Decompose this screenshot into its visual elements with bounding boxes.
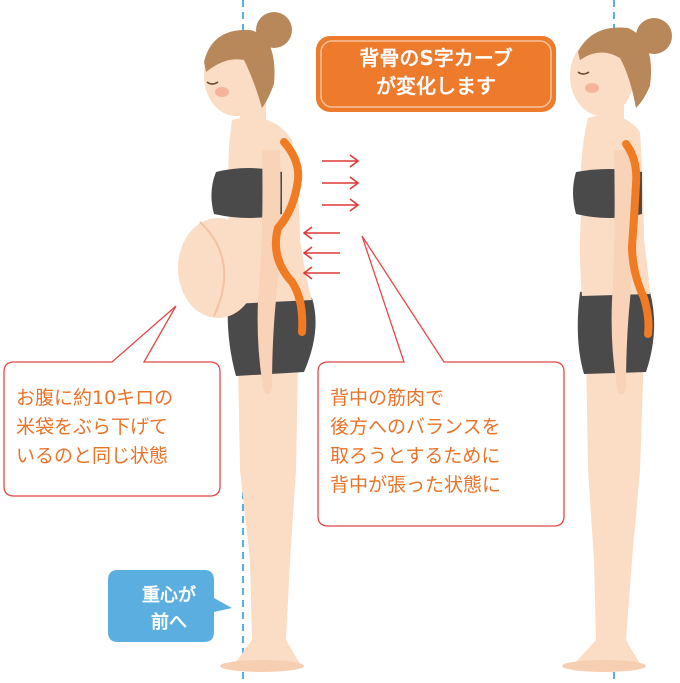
back-bubble-text: 背中の筋肉で 後方へのバランスを 取ろうとするために 背中が張った状態に (330, 387, 502, 496)
arrow-left-icon (302, 226, 340, 240)
pregnant-figure-arm (257, 150, 281, 395)
arrow-right-icon (322, 154, 360, 168)
back-bubble (317, 235, 565, 527)
normal-figure-cheek (585, 83, 599, 93)
pregnant-figure-cheek (215, 87, 229, 97)
pregnant-figure-spine (271, 138, 307, 336)
arrow-right-icon (322, 198, 360, 212)
pregnant-figure-foot (220, 660, 304, 672)
arrow-left-icon (302, 266, 340, 280)
normal-figure-hair-bun (636, 18, 672, 54)
belly-bubble-text: お腹に約10キロの 米袋をぶら下げて いるのと同じ状態 (16, 387, 174, 467)
arrow-left-icon (302, 246, 340, 260)
pregnant-figure-eye (206, 81, 219, 85)
normal-figure-foot (562, 660, 646, 672)
title-bubble-text: 背骨のS字カーブ が変化します (359, 46, 513, 98)
pregnant-figure (178, 12, 316, 672)
normal-figure (562, 18, 672, 672)
normal-figure-legs (576, 350, 644, 668)
normal-figure-eye (577, 71, 590, 75)
gravity-bubble (108, 570, 232, 642)
title-bubble (316, 36, 556, 112)
pregnant-figure-hair (204, 29, 275, 109)
belly-bubble (3, 305, 221, 497)
pregnant-figure-legs (236, 360, 300, 668)
gravity-bubble-text: 重心が 前へ (142, 585, 196, 633)
push-arrows-left (302, 226, 340, 280)
arrow-right-icon (322, 176, 360, 190)
pregnant-figure-hair-bun (256, 12, 292, 48)
normal-figure-spine (622, 140, 653, 338)
title-bubble-inner-border (320, 40, 552, 108)
push-arrows-right (322, 154, 360, 212)
normal-figure-hair (578, 27, 652, 108)
normal-figure-arm (611, 150, 634, 395)
pregnant-figure-belly (178, 218, 258, 318)
pregnant-figure-belly-shade (199, 221, 226, 317)
